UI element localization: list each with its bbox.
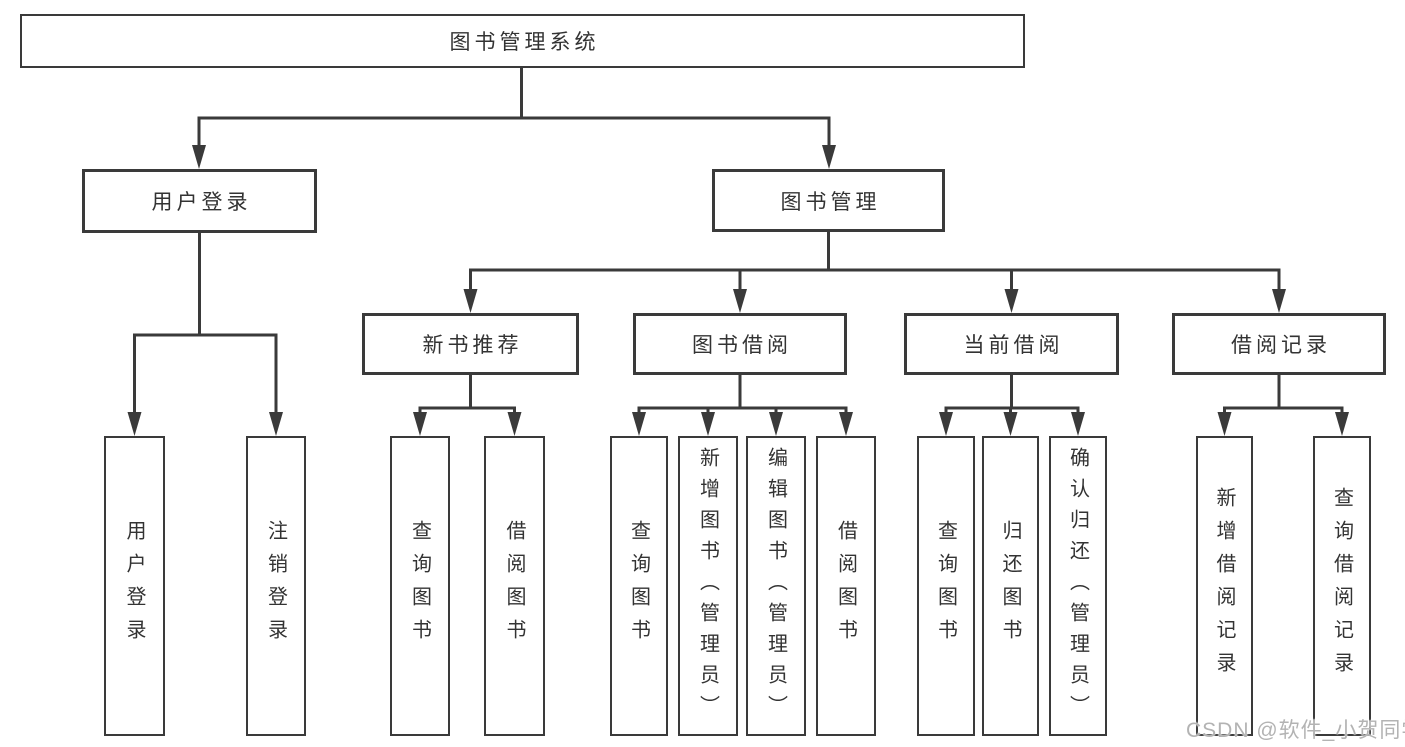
node-leaf-user-login: 用户登录 bbox=[104, 436, 165, 736]
node-library-management-system: 图书管理系统 bbox=[20, 14, 1025, 68]
node-leaf-edit-books-admin: 编辑图书（管理员） bbox=[746, 436, 806, 736]
node-borrowing-records: 借阅记录 bbox=[1172, 313, 1386, 375]
node-leaf-return-books: 归还图书 bbox=[982, 436, 1039, 736]
node-leaf-query-books-borrowing: 查询图书 bbox=[610, 436, 668, 736]
node-leaf-add-books-admin: 新增图书（管理员） bbox=[678, 436, 738, 736]
node-leaf-confirm-return-admin: 确认归还（管理员） bbox=[1049, 436, 1107, 736]
node-leaf-query-books-current: 查询图书 bbox=[917, 436, 975, 736]
node-current-borrowing: 当前借阅 bbox=[904, 313, 1119, 375]
node-leaf-query-books-recommend: 查询图书 bbox=[390, 436, 450, 736]
node-user-login: 用户登录 bbox=[82, 169, 317, 233]
node-leaf-query-borrow-record: 查询借阅记录 bbox=[1313, 436, 1371, 736]
node-leaf-borrow-books-borrowing: 借阅图书 bbox=[816, 436, 876, 736]
node-new-book-recommend: 新书推荐 bbox=[362, 313, 579, 375]
node-leaf-borrow-books-recommend: 借阅图书 bbox=[484, 436, 545, 736]
node-book-borrowing: 图书借阅 bbox=[633, 313, 847, 375]
node-book-management: 图书管理 bbox=[712, 169, 945, 232]
node-leaf-add-borrow-record: 新增借阅记录 bbox=[1196, 436, 1253, 736]
node-leaf-logout: 注销登录 bbox=[246, 436, 306, 736]
watermark: CSDN @软件_小贺同学 bbox=[1186, 719, 1405, 742]
